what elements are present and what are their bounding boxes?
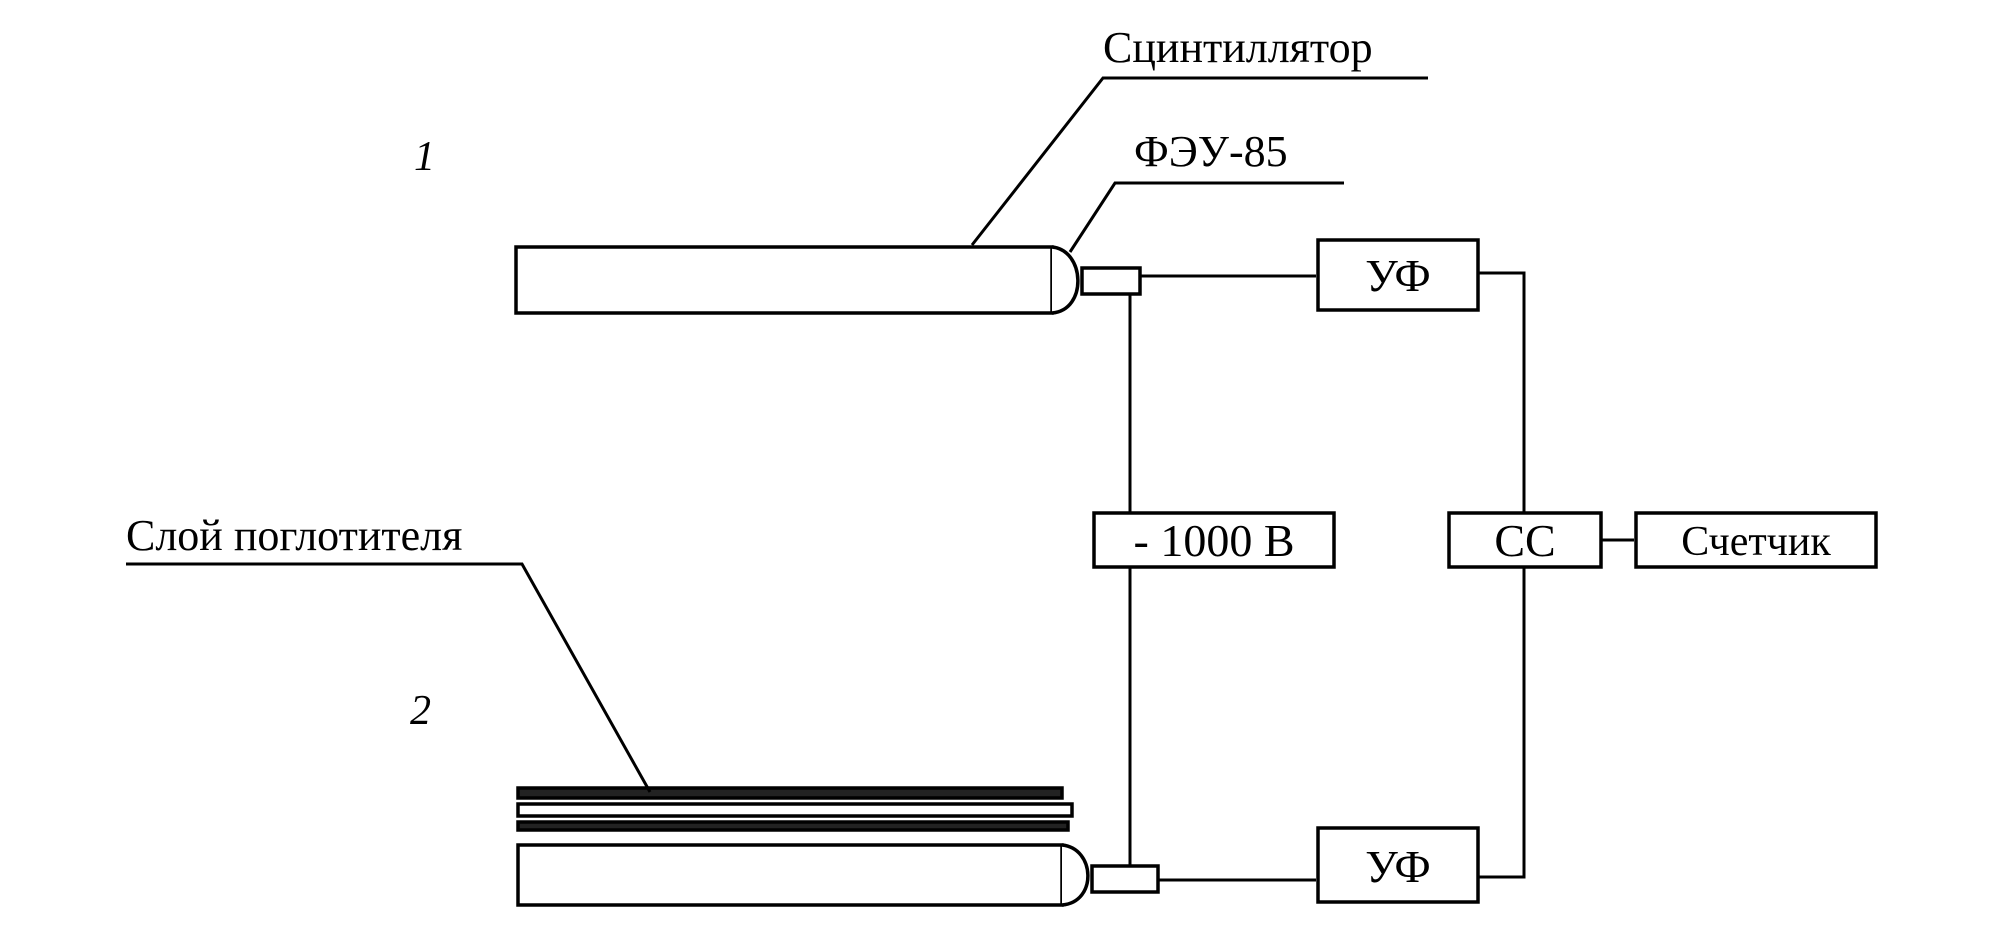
amplifier-bottom-block: УФ [1316, 826, 1480, 904]
wires [1128, 271, 1634, 882]
wire-cc-amp2 [1478, 567, 1526, 879]
amplifier-bottom-label: УФ [1365, 841, 1431, 892]
counter-block: Счетчик [1634, 511, 1878, 569]
scintillator-leader [970, 76, 1428, 246]
pmt-leader [1068, 181, 1344, 253]
pmt-1-cap [1051, 245, 1080, 315]
detector-2-number: 2 [410, 688, 431, 734]
scintillator-1 [514, 245, 1054, 315]
absorber-callout: Слой поглотителя [126, 511, 652, 793]
absorber-plate-3 [516, 820, 1070, 832]
detector-2 [516, 786, 1160, 907]
pmt-2-cap [1061, 843, 1090, 907]
absorber-label: Слой поглотителя [126, 511, 462, 560]
coincidence-label: СС [1494, 515, 1555, 566]
coincidence-block: СС [1447, 511, 1603, 569]
pmt-2-socket [1090, 864, 1160, 894]
detector-1 [514, 245, 1142, 315]
pmt-label: ФЭУ-85 [1134, 127, 1288, 176]
high-voltage-block: - 1000 В [1092, 511, 1336, 569]
counter-label: Счетчик [1681, 519, 1831, 565]
amplifier-top-label: УФ [1365, 250, 1431, 301]
absorber-plate-2 [516, 802, 1074, 818]
scintillator-callout: Сцинтиллятор [970, 23, 1428, 246]
amplifier-top-block: УФ [1316, 238, 1480, 312]
scintillator-label: Сцинтиллятор [1103, 23, 1373, 72]
absorber-plate-1 [516, 786, 1064, 800]
absorber-leader [126, 562, 652, 793]
scintillator-2 [516, 843, 1064, 907]
wire-amp1-cc [1478, 271, 1526, 513]
pmt-callout: ФЭУ-85 [1068, 127, 1344, 253]
high-voltage-label: - 1000 В [1134, 515, 1295, 566]
pmt-1-socket [1080, 266, 1142, 296]
detector-1-number: 1 [414, 134, 435, 180]
